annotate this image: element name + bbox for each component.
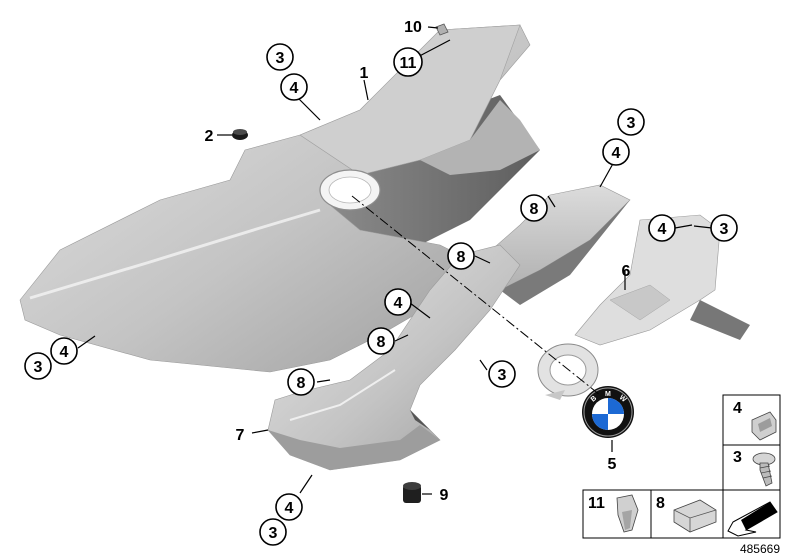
svg-text:4: 4 xyxy=(394,295,403,312)
callout-3-mid: 3 xyxy=(488,360,516,388)
callout-3-top-left: 3 xyxy=(266,43,294,71)
svg-text:4: 4 xyxy=(658,221,667,238)
svg-text:7: 7 xyxy=(236,427,245,444)
svg-text:3: 3 xyxy=(733,449,742,466)
svg-text:4: 4 xyxy=(285,500,294,517)
svg-text:5: 5 xyxy=(608,456,617,473)
side-panel-part-1 xyxy=(19,24,540,373)
svg-text:3: 3 xyxy=(34,359,43,376)
callout-8-lower: 8 xyxy=(287,368,315,396)
svg-text:1: 1 xyxy=(360,65,369,82)
legend-box-11: 11 xyxy=(582,489,652,539)
callout-9: 9 xyxy=(440,487,449,504)
callout-6: 6 xyxy=(622,263,631,280)
alignment-axis xyxy=(351,195,601,396)
svg-text:11: 11 xyxy=(588,495,605,512)
callout-4-right-panel: 4 xyxy=(648,214,676,242)
callout-3-bottom: 3 xyxy=(259,518,287,546)
callout-4-bottom-left: 4 xyxy=(50,337,78,365)
emblem-letter-w: W xyxy=(618,394,628,404)
svg-text:8: 8 xyxy=(656,495,665,512)
rubber-buffer-part-9 xyxy=(403,482,421,503)
callout-4-mid: 4 xyxy=(384,288,412,316)
callout-7: 7 xyxy=(236,427,245,444)
callout-3-right-top: 3 xyxy=(617,108,645,136)
svg-text:4: 4 xyxy=(60,344,69,361)
svg-text:3: 3 xyxy=(276,50,285,67)
callout-4-bottom: 4 xyxy=(275,493,303,521)
svg-text:2: 2 xyxy=(205,128,214,145)
callout-8-mid: 8 xyxy=(367,327,395,355)
svg-text:9: 9 xyxy=(440,487,449,504)
svg-text:3: 3 xyxy=(720,221,729,238)
svg-text:6: 6 xyxy=(622,263,631,280)
svg-text:8: 8 xyxy=(457,249,466,266)
svg-text:3: 3 xyxy=(627,115,636,132)
emblem-letter-m: M xyxy=(605,391,611,398)
callouts: 3 4 1 10 11 2 3 4 3 xyxy=(24,19,738,546)
grommet-part-2 xyxy=(232,129,248,140)
callout-8-mid-upper: 8 xyxy=(447,242,475,270)
svg-text:3: 3 xyxy=(498,367,507,384)
callout-11: 11 xyxy=(393,47,423,77)
svg-text:4: 4 xyxy=(290,80,299,97)
legend-box-4: 4 xyxy=(722,394,781,446)
emblem-letter-b: B xyxy=(590,395,598,404)
callout-3-right-panel: 3 xyxy=(710,214,738,242)
svg-text:8: 8 xyxy=(297,375,306,392)
hardware-legend: 4 3 11 8 xyxy=(582,394,781,539)
legend-box-8: 8 xyxy=(650,489,724,539)
callout-3-bottom-left: 3 xyxy=(24,352,52,380)
callout-5: 5 xyxy=(608,456,617,473)
callout-8-right-top: 8 xyxy=(520,194,548,222)
legend-box-3: 3 xyxy=(722,444,781,491)
svg-text:4: 4 xyxy=(612,145,621,162)
svg-text:10: 10 xyxy=(404,19,422,36)
legend-box-arrow xyxy=(722,489,781,539)
svg-text:8: 8 xyxy=(377,334,386,351)
svg-text:11: 11 xyxy=(400,55,417,72)
callout-4-right-top: 4 xyxy=(602,138,630,166)
reference-number: 485669 xyxy=(740,542,780,556)
callout-4-top-left: 4 xyxy=(280,73,308,101)
callout-2: 2 xyxy=(205,128,214,145)
svg-text:8: 8 xyxy=(530,201,539,218)
svg-text:4: 4 xyxy=(733,400,742,417)
clip-part-10 xyxy=(435,23,449,36)
bmw-emblem-part-5: B M W xyxy=(582,386,634,438)
callout-10: 10 xyxy=(404,19,422,36)
svg-text:3: 3 xyxy=(269,525,278,542)
callout-1: 1 xyxy=(360,65,369,82)
